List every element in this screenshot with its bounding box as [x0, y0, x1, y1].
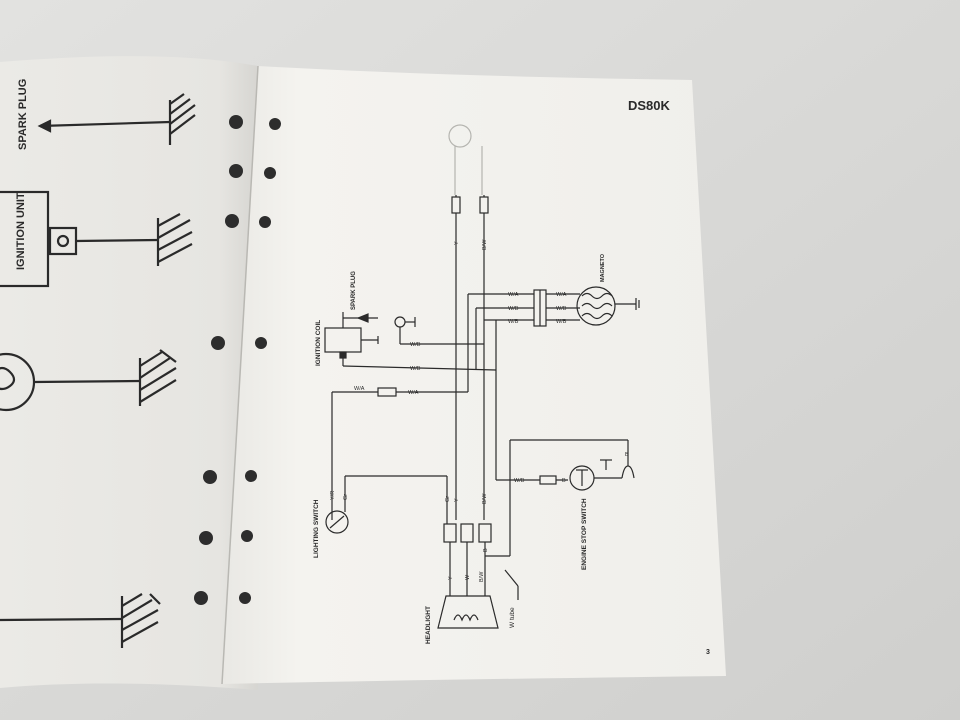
wire-code: B [625, 452, 629, 458]
binder-holes [194, 115, 281, 605]
page-number: 3 [706, 649, 710, 656]
left-diagram [0, 93, 196, 648]
wire-code: B/W [479, 571, 485, 582]
w-tube-label: W tube [509, 607, 516, 628]
wire-code: B [562, 478, 566, 484]
wire-code: Gr [445, 496, 451, 502]
wire-code: W/A [354, 386, 365, 392]
engine-stop-switch-label: ENGINE STOP SWITCH [581, 498, 588, 570]
wire-code: W/B [410, 366, 421, 372]
wire-code: Gr [343, 494, 349, 500]
spark-plug-label: SPARK PLUG [351, 271, 357, 310]
wire-code: W/B [556, 319, 567, 325]
wire-code: B [483, 548, 489, 552]
headlight-label: HEADLIGHT [425, 606, 432, 644]
left-ignition-unit-label: IGNITION UNIT [15, 192, 27, 270]
model-title: DS80K [628, 98, 671, 113]
wire-code: B/W [482, 493, 488, 504]
lighting-switch-label: LIGHTING SWITCH [313, 499, 320, 558]
wire-code: Y [454, 498, 460, 502]
right-page [222, 66, 726, 684]
wire-code: W/B [508, 319, 519, 325]
wire-code: W/B [508, 306, 519, 312]
wire-code: Y/R [330, 491, 336, 500]
wiring-lines [324, 124, 640, 629]
wire-code: W/A [508, 292, 519, 298]
wire-code: W/B [410, 342, 421, 348]
wire-code: W/B [556, 306, 567, 312]
wire-code: W/A [408, 390, 419, 396]
ignition-coil-label: IGNITION COIL [315, 320, 322, 366]
wire-code: W [465, 574, 471, 580]
wire-code: W/B [514, 478, 525, 484]
magneto-label: MAGNETO [600, 253, 606, 282]
wire-code: Y [448, 576, 454, 580]
left-spark-plug-label: SPARK PLUG [17, 79, 29, 150]
wire-code: W/A [556, 292, 567, 298]
left-page [0, 56, 258, 691]
wire-code: Y [454, 241, 460, 245]
wire-code: B/W [482, 239, 488, 250]
